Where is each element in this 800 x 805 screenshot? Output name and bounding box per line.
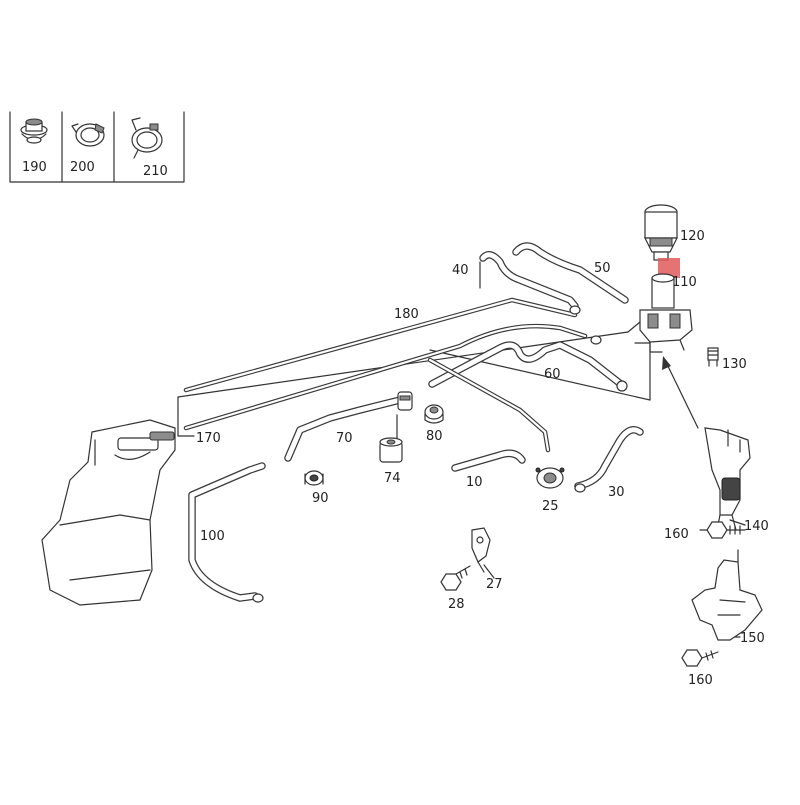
- direction-arrow: [662, 356, 699, 429]
- callout-100: 100: [200, 529, 225, 544]
- water-valve-110: [639, 273, 693, 353]
- callout-170: 170: [196, 431, 221, 446]
- callout-140: 140: [744, 519, 769, 534]
- callout-160-upper: 160: [664, 527, 689, 542]
- pipe-ends: [252, 305, 628, 603]
- spring-clamp-icon: [131, 117, 163, 159]
- callout-70: 70: [336, 431, 353, 446]
- callout-180: 180: [394, 307, 419, 322]
- clamp-74-mount: [397, 391, 413, 411]
- callout-90: 90: [312, 491, 329, 506]
- holder-27: [471, 527, 491, 573]
- hose-clamp-icon: [71, 123, 105, 147]
- bolt-160-upper: [706, 521, 746, 539]
- valve-actuator-120: [644, 204, 678, 261]
- callout-74: 74: [384, 471, 401, 486]
- callout-110: 110: [672, 275, 697, 290]
- callout-60: 60: [544, 367, 561, 382]
- grommet-icon: [20, 118, 48, 144]
- grommet-90: [304, 470, 324, 486]
- callout-labels: 120 110 50 40 180 130 60 170 70 80 74 90…: [196, 229, 769, 688]
- callout-80: 80: [426, 429, 443, 444]
- leader-lines: [177, 261, 746, 638]
- bracket-150: [691, 549, 763, 641]
- legend-box: 190 200 210: [9, 111, 185, 183]
- bolt-160-lower: [681, 649, 719, 667]
- callout-10: 10: [466, 475, 483, 490]
- hoses: [183, 242, 644, 602]
- callout-150: 150: [740, 631, 765, 646]
- grommet-80: [424, 404, 444, 424]
- legend-number-190: 190: [22, 160, 47, 175]
- callout-130: 130: [722, 357, 747, 372]
- callout-160-lower: 160: [688, 673, 713, 688]
- callout-30: 30: [608, 485, 625, 500]
- callout-120: 120: [680, 229, 705, 244]
- callout-27: 27: [486, 577, 503, 592]
- bleed-screw-130: [707, 347, 719, 367]
- bracket-140: [704, 427, 751, 536]
- callout-40: 40: [452, 263, 469, 278]
- highlight-marker: [658, 258, 680, 278]
- callout-28: 28: [448, 597, 465, 612]
- callout-50: 50: [594, 261, 611, 276]
- legend-number-200: 200: [70, 160, 95, 175]
- damper-74: [379, 437, 403, 463]
- legend-number-210: 210: [143, 164, 168, 179]
- thermostat-flange-25: [535, 467, 565, 489]
- coolant-reservoir: [41, 419, 176, 606]
- callout-25: 25: [542, 499, 559, 514]
- bolt-28: [440, 565, 471, 591]
